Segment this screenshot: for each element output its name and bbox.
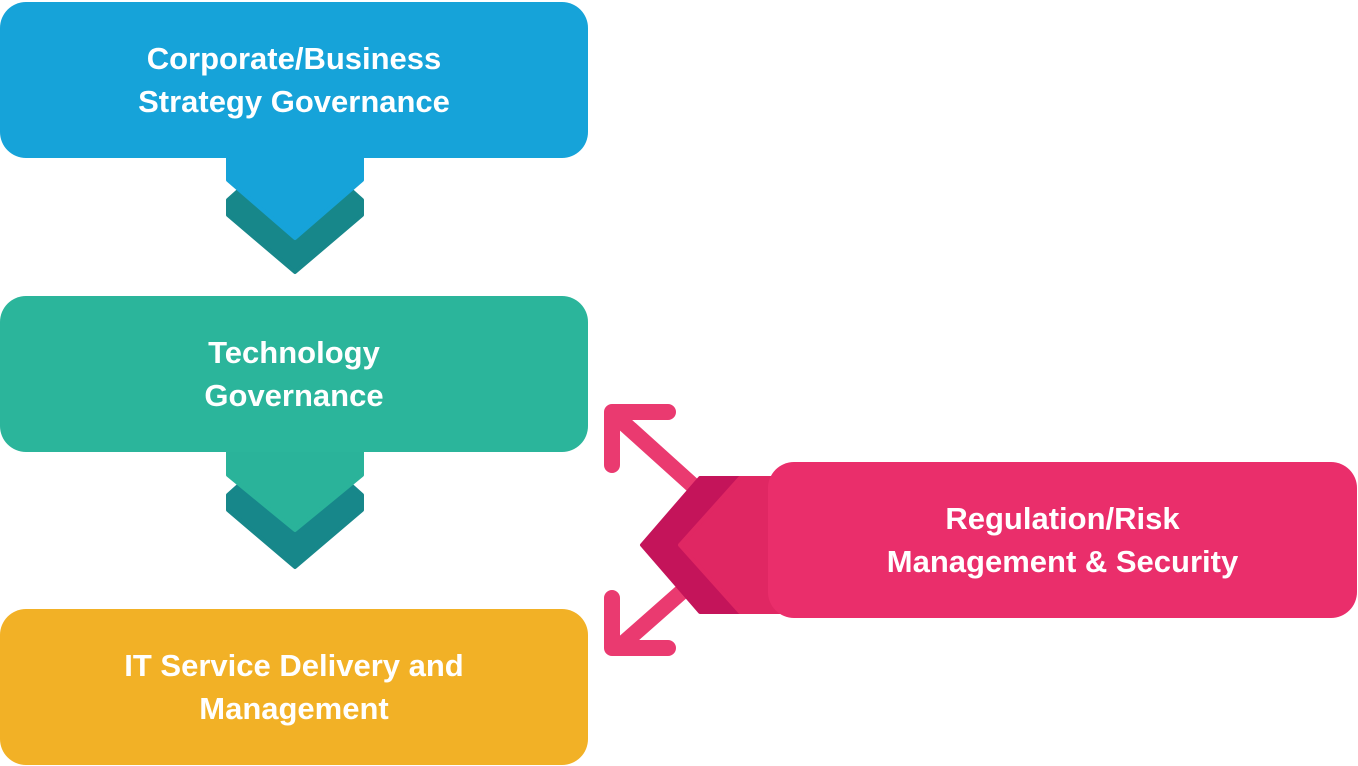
box-label-line-1: Technology <box>208 335 380 370</box>
box-label-line-2: Management <box>199 691 389 726</box>
box-label-line-2: Strategy Governance <box>138 84 450 119</box>
it-service-delivery-box: IT Service Delivery and Management <box>0 609 588 765</box>
corporate-strategy-governance-box: Corporate/Business Strategy Governance <box>0 2 588 158</box>
box-label-line-1: Corporate/Business <box>146 41 442 76</box>
box-label-line-1: IT Service Delivery and <box>124 648 464 683</box>
regulation-risk-security-box: Regulation/Risk Management & Security <box>768 462 1357 618</box>
box-label-line-2: Governance <box>204 378 384 413</box>
box-label-line-2: Management & Security <box>886 544 1239 579</box>
chevron-down-icon <box>226 138 364 274</box>
technology-governance-box: Technology Governance <box>0 296 588 452</box>
box-label-line-1: Regulation/Risk <box>945 501 1180 536</box>
chevron-down-icon <box>226 433 364 569</box>
